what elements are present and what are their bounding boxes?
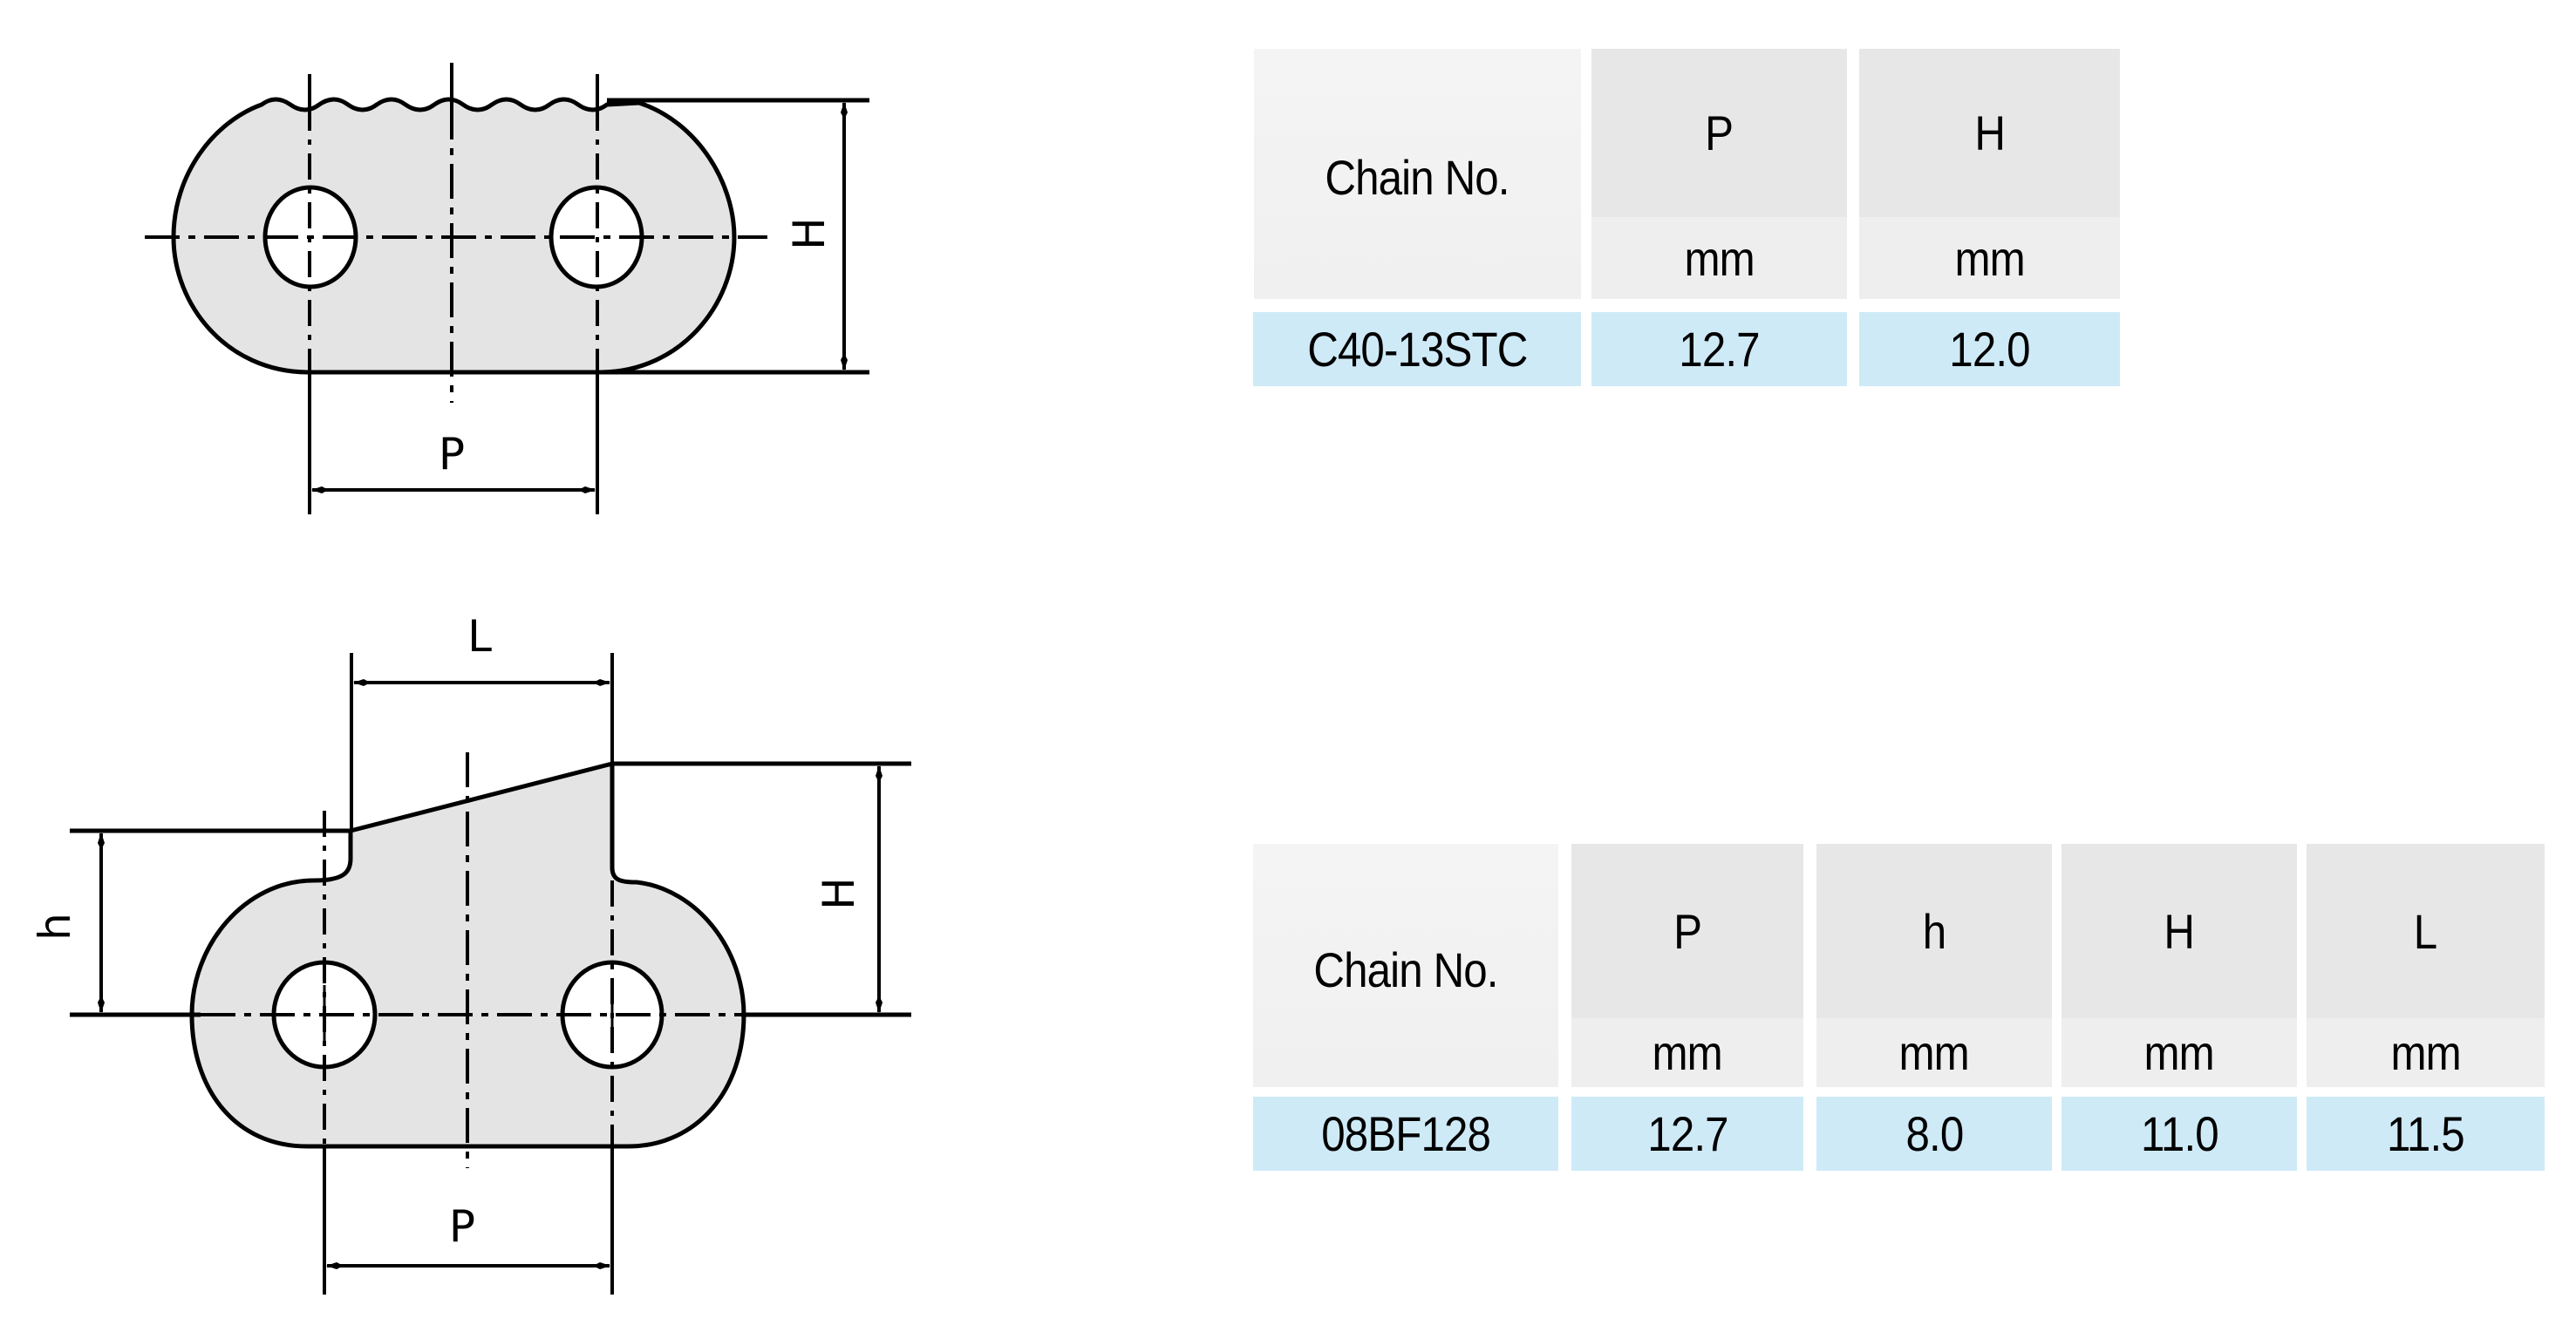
- chain-no-value: 08BF128: [1321, 1106, 1491, 1161]
- header-h: H: [2061, 844, 2297, 1018]
- header-chain-no-text: Chain No.: [1325, 150, 1510, 205]
- height-label: H: [784, 217, 835, 250]
- header-l-unit: mm: [2307, 1018, 2545, 1087]
- header-h-unit-text: mm: [2143, 1025, 2215, 1080]
- header-l-unit-text: mm: [2390, 1025, 2461, 1080]
- header-h-unit-text: mm: [1954, 230, 2025, 286]
- h-value: 11.0: [2140, 1106, 2219, 1161]
- header-chain-no-text: Chain No.: [1313, 942, 1498, 997]
- header-h-unit: mm: [1859, 217, 2120, 299]
- header-p: P: [1591, 49, 1847, 217]
- header-small-h-unit-text: mm: [1898, 1025, 1970, 1080]
- header-small-h: h: [1816, 844, 2052, 1018]
- low-height-label: h: [30, 913, 80, 941]
- p-value: 12.7: [1679, 322, 1760, 377]
- h-value: 12.0: [1949, 322, 2030, 377]
- header-p: P: [1571, 844, 1803, 1018]
- l-value: 11.5: [2387, 1106, 2465, 1161]
- header-p-unit-text: mm: [1684, 230, 1755, 286]
- header-p-text: P: [1673, 903, 1702, 959]
- header-h-text: H: [1974, 105, 2006, 160]
- technical-drawings: H P h H L: [0, 0, 959, 1339]
- header-small-h-unit: mm: [1816, 1018, 2052, 1087]
- chain-no-value: C40-13STC: [1306, 322, 1528, 377]
- header-chain-no: Chain No.: [1254, 49, 1581, 299]
- header-p-unit: mm: [1571, 1018, 1803, 1087]
- header-h: H: [1859, 49, 2120, 217]
- row-h-value: 11.0: [2061, 1097, 2297, 1171]
- straight-link-drawing: H P: [145, 63, 869, 514]
- p-value: 12.7: [1646, 1106, 1728, 1161]
- row-chain-no: 08BF128: [1253, 1097, 1558, 1171]
- header-l: L: [2307, 844, 2545, 1018]
- row-chain-no: C40-13STC: [1253, 312, 1581, 386]
- width-label: L: [467, 611, 492, 662]
- bent-link-drawing: h H L P: [30, 611, 911, 1295]
- header-chain-no: Chain No.: [1253, 844, 1558, 1087]
- header-h-unit: mm: [2061, 1018, 2297, 1087]
- header-p-unit: mm: [1591, 217, 1847, 299]
- header-p-text: P: [1705, 105, 1734, 160]
- header-l-text: L: [2414, 903, 2437, 959]
- header-p-unit-text: mm: [1652, 1025, 1723, 1080]
- row-p-value: 12.7: [1571, 1097, 1803, 1171]
- row-small-h-value: 8.0: [1816, 1097, 2052, 1171]
- pitch-label: P: [439, 429, 465, 479]
- row-p-value: 12.7: [1591, 312, 1847, 386]
- height-label: H: [814, 877, 864, 910]
- header-h-text: H: [2164, 903, 2196, 959]
- header-small-h-text: h: [1922, 903, 1946, 959]
- small-h-value: 8.0: [1905, 1106, 1964, 1161]
- pitch-label: P: [449, 1201, 475, 1252]
- row-h-value: 12.0: [1859, 312, 2120, 386]
- row-l-value: 11.5: [2307, 1097, 2545, 1171]
